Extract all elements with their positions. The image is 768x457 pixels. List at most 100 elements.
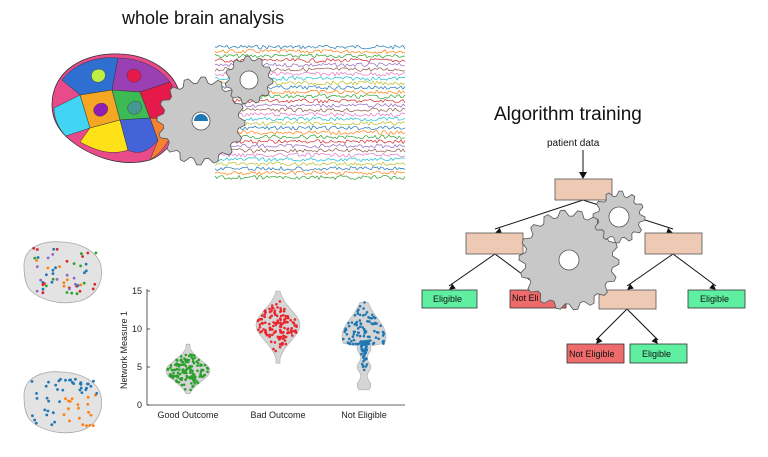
violin-point	[169, 364, 173, 367]
violin-point	[166, 368, 170, 371]
violin-point	[354, 342, 358, 346]
violin-point	[272, 307, 275, 310]
violin-point	[382, 342, 385, 345]
violin-point	[179, 355, 183, 358]
violin-point	[351, 342, 355, 346]
whole-brain-title: whole brain analysis	[121, 8, 284, 28]
violin-point	[362, 368, 366, 372]
violin-point	[190, 365, 194, 368]
algorithm-training-title: Algorithm training	[494, 104, 642, 125]
violin-point	[271, 333, 274, 337]
violin-point	[283, 318, 286, 322]
violin-point	[368, 320, 371, 323]
violin-point	[345, 333, 349, 336]
violin-point	[268, 307, 271, 311]
violin-point	[286, 315, 290, 318]
violin-point	[370, 322, 374, 325]
violin-point	[369, 339, 372, 342]
violin-point	[199, 363, 203, 367]
violin-point	[291, 321, 295, 324]
violin-point	[368, 316, 372, 320]
violin-point	[257, 318, 260, 322]
violin-point	[356, 327, 360, 330]
x-tick-label: Bad Outcome	[250, 410, 305, 420]
violin-point	[261, 322, 265, 325]
violin-point	[270, 314, 274, 318]
violin-point	[377, 337, 381, 341]
violin-point	[361, 314, 365, 317]
violin-point	[282, 309, 286, 313]
violin-point	[276, 319, 280, 322]
violin-point	[353, 330, 357, 334]
violin-point	[372, 315, 376, 319]
violin-point	[343, 330, 347, 334]
violin-point	[363, 342, 367, 345]
violin-point	[360, 352, 363, 356]
tree-node-left	[465, 232, 524, 255]
violin-point	[172, 371, 175, 375]
brain-parcellation-image	[51, 53, 182, 163]
violin-point	[374, 336, 378, 339]
violin-point	[352, 338, 356, 342]
y-tick-label: 0	[137, 400, 142, 410]
violin-point	[284, 342, 288, 346]
violin-point	[186, 360, 190, 364]
violin-point	[358, 305, 362, 308]
violin-point	[289, 319, 293, 322]
violin-point	[168, 373, 172, 376]
violin-point	[280, 322, 283, 326]
violin-point	[278, 328, 282, 332]
violin-point	[283, 339, 287, 342]
violin-point	[272, 347, 275, 351]
violin-point	[179, 363, 183, 367]
violin-point	[362, 307, 365, 310]
svg-text:Eligible: Eligible	[642, 349, 671, 359]
violin-point	[283, 326, 286, 330]
violin-point	[178, 372, 182, 376]
violin-point	[371, 313, 374, 317]
violin-point	[359, 322, 363, 325]
violin-point	[375, 331, 379, 334]
violin-point	[361, 365, 365, 369]
violin-point	[368, 335, 371, 339]
violin-point	[270, 304, 274, 308]
violin-point	[268, 322, 271, 326]
svg-text:Eligible: Eligible	[700, 294, 729, 304]
violin-point	[180, 378, 183, 382]
violin-point	[275, 321, 279, 325]
violin-point	[178, 368, 181, 371]
violin-point	[170, 368, 174, 372]
patient-data-label: patient data	[547, 138, 600, 149]
violin-point	[175, 379, 178, 382]
violin-point	[293, 318, 297, 321]
violin-point	[342, 337, 345, 341]
violin-point	[189, 371, 192, 375]
violin-point	[362, 334, 366, 338]
violin-point	[263, 313, 267, 316]
violin-point	[364, 313, 367, 316]
leaf-not-eligible-2: Not Eligible	[566, 343, 625, 364]
violin-point	[282, 321, 286, 324]
violin-point	[268, 333, 271, 337]
violin-point	[352, 333, 356, 336]
violin-point	[184, 364, 188, 368]
violin-point	[362, 356, 365, 360]
violin-point	[264, 330, 267, 334]
violin-point	[199, 370, 203, 373]
leaf-eligible-1: Eligible	[421, 289, 478, 309]
violin-point	[379, 324, 382, 328]
small-brain-bottom-image	[23, 371, 103, 434]
small-brain-top-image	[23, 241, 103, 304]
violin-point	[196, 361, 200, 365]
violin-point	[198, 375, 202, 378]
violin-point	[291, 334, 294, 337]
violin-point	[358, 342, 362, 345]
violin-point	[181, 368, 185, 371]
violin-point	[344, 327, 348, 331]
small-gear-icon	[224, 55, 274, 105]
violin-point	[269, 340, 273, 344]
x-tick-label: Not Eligible	[341, 410, 387, 420]
violin-point	[366, 340, 370, 344]
